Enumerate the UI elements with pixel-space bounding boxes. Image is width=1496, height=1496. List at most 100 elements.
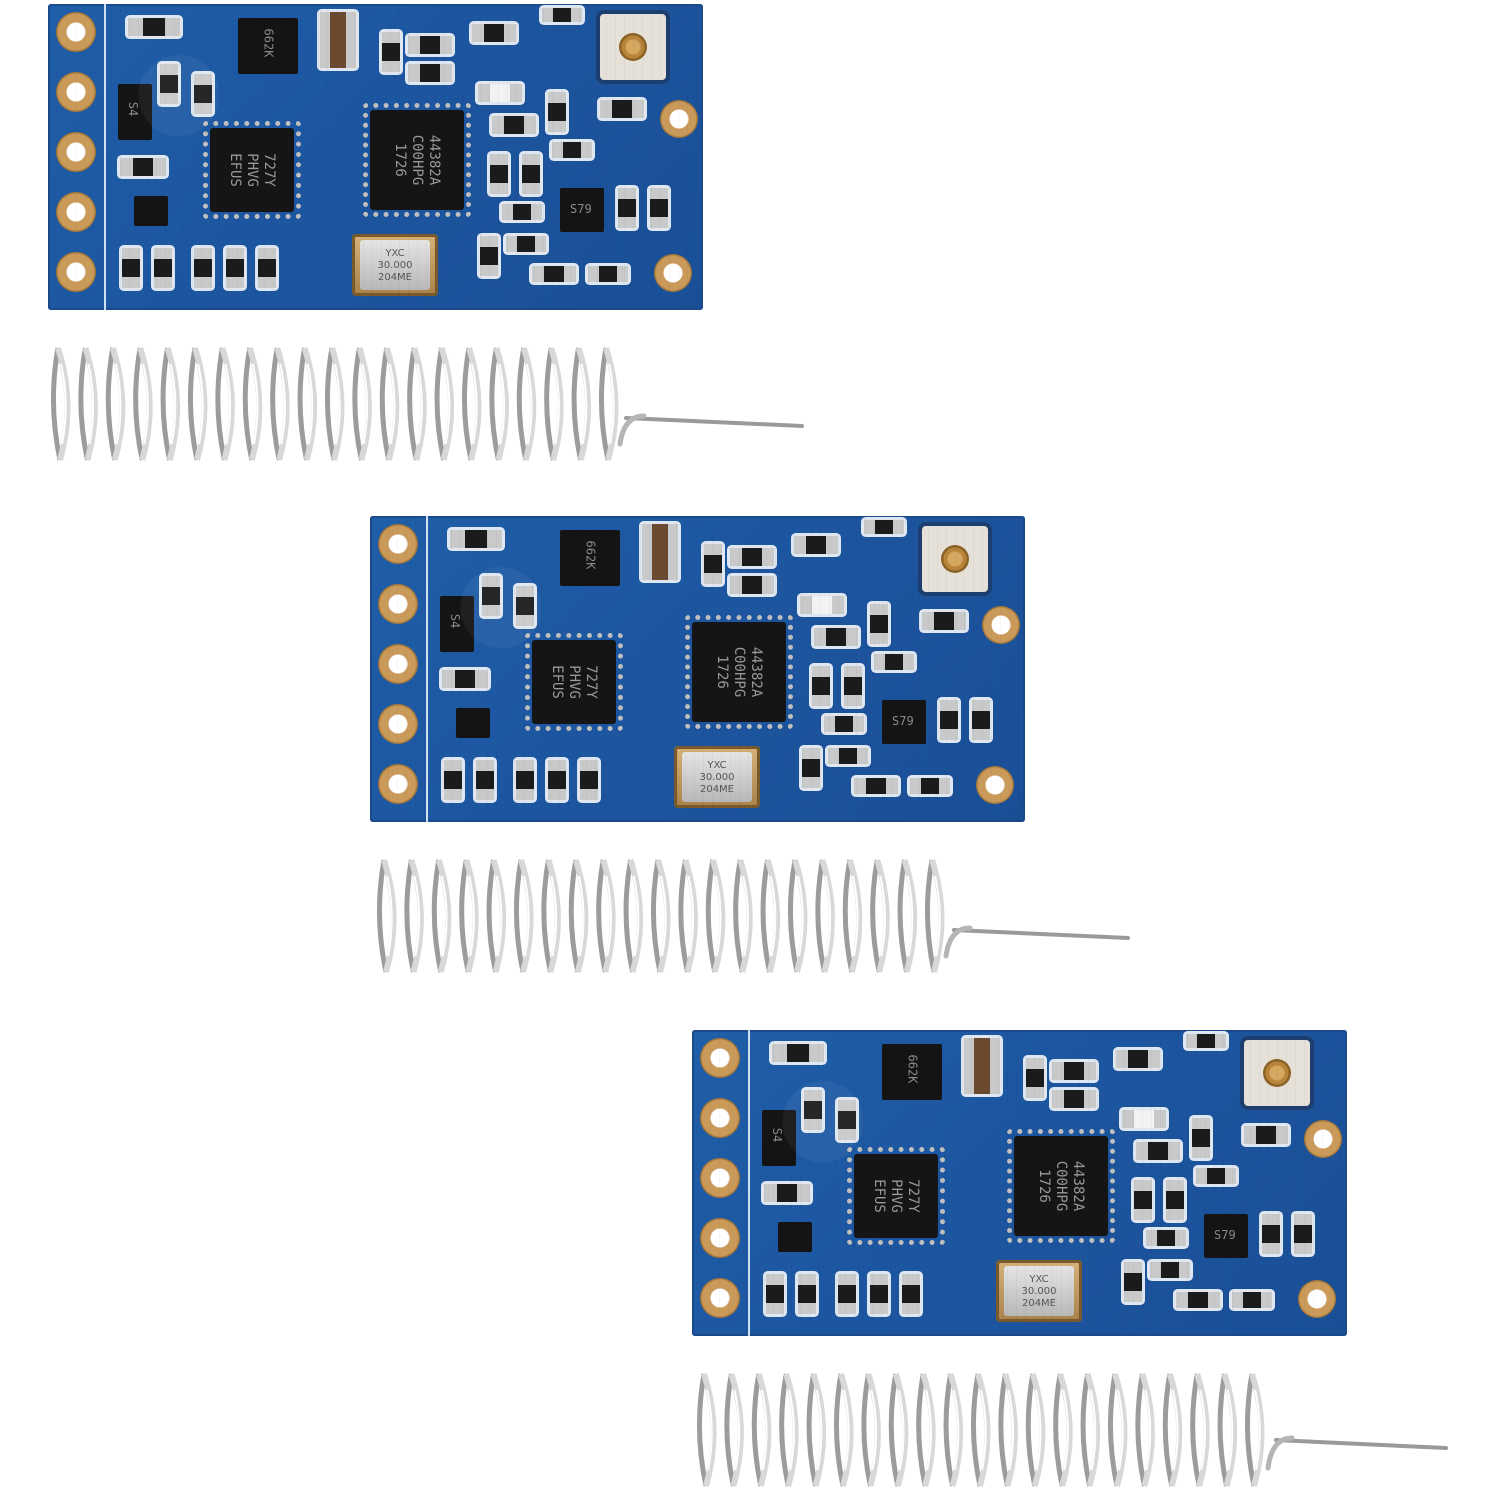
spring-coil-highlight	[580, 363, 588, 445]
resistor	[408, 64, 452, 82]
spring-coil-front	[381, 859, 397, 973]
transistor-label: S79	[1214, 1228, 1236, 1242]
chip-small-label: 727Y PHVG EFUS	[549, 665, 600, 699]
diode-label: S4	[126, 101, 141, 117]
spring-coil-front	[356, 347, 372, 461]
transistor-label: S79	[892, 714, 914, 728]
resistor	[258, 248, 276, 288]
spring-coil-back	[431, 859, 444, 973]
regulator-label: 662K	[583, 540, 598, 570]
resistor	[730, 576, 774, 594]
spring-coil-back	[751, 1373, 764, 1487]
spring-coil-front	[1057, 1373, 1073, 1487]
pin-header-rail	[370, 516, 428, 822]
helical-antenna-spring	[50, 347, 804, 461]
spring-coil-highlight	[870, 1389, 878, 1471]
crystal-oscillator: YXC 30.000 204ME	[674, 746, 760, 808]
spring-coil-front	[929, 859, 945, 973]
resistor	[1146, 1230, 1186, 1246]
spring-coil-highlight	[733, 1389, 741, 1471]
spring-coil-back	[650, 859, 663, 973]
resistor	[798, 1274, 816, 1314]
resistor	[838, 1274, 856, 1314]
spring-coil-back	[998, 1373, 1010, 1487]
resistor	[506, 236, 546, 252]
spring-coil-highlight	[897, 1389, 905, 1471]
spring-coil-front	[329, 347, 345, 461]
spring-coil-back	[270, 347, 282, 461]
spring-coil-front	[1221, 1373, 1238, 1487]
spring-coil-front	[137, 347, 153, 461]
resistor	[1176, 1292, 1220, 1308]
regulator-label: 662K	[905, 1054, 920, 1084]
transistor-small	[134, 196, 168, 226]
spring-coil-back	[516, 347, 529, 461]
chip-large-label: 44382A C00HPG 1726	[1036, 1160, 1087, 1212]
spring-coil-back	[1190, 1373, 1202, 1487]
pin-header-rail	[692, 1030, 750, 1336]
spring-coil-front	[1194, 1373, 1210, 1487]
resistor	[194, 248, 212, 288]
resistor	[194, 74, 212, 114]
crystal-oscillator: YXC 30.000 204ME	[352, 234, 438, 296]
resistor	[922, 612, 966, 630]
resistor	[120, 158, 166, 176]
pin-pad	[700, 1098, 740, 1138]
mounting-hole	[976, 766, 1014, 804]
spring-coil-highlight	[468, 875, 475, 957]
spring-coil-back	[571, 347, 584, 461]
spring-coil-back	[787, 859, 800, 973]
mounting-hole	[654, 254, 692, 292]
spring-coil-highlight	[879, 875, 886, 957]
spring-coil-front	[55, 347, 71, 461]
resistor	[772, 1044, 824, 1062]
spring-coil-highlight	[851, 875, 859, 957]
spring-coil-front	[874, 859, 890, 973]
resistor	[122, 248, 140, 288]
spring-coil-back	[544, 347, 556, 461]
pcb-board: 727Y PHVG EFUS 44382A C00HPG 1726 YXC 30…	[692, 1030, 1347, 1336]
rf-chip-large: 44382A C00HPG 1726	[363, 103, 471, 217]
spring-coil-highlight	[742, 875, 749, 957]
spring-coil-highlight	[687, 875, 695, 957]
resistor	[226, 248, 244, 288]
spring-coil-back	[352, 347, 364, 461]
spring-coil-back	[376, 859, 389, 973]
spring-coil-highlight	[525, 363, 533, 445]
rf-chip-large: 44382A C00HPG 1726	[1007, 1129, 1115, 1243]
spring-coil-highlight	[169, 363, 177, 445]
resistor	[442, 670, 488, 688]
spring-coil-front	[1084, 1373, 1101, 1487]
spring-coil-back	[133, 347, 145, 461]
spring-coil-back	[459, 859, 471, 973]
spring-coil-highlight	[251, 363, 259, 445]
diode: S4	[440, 596, 474, 652]
spring-coil-back	[187, 347, 200, 461]
spring-coil-front	[82, 347, 98, 461]
spring-coil-front	[518, 859, 534, 973]
spring-coil-highlight	[824, 875, 832, 957]
spring-coil-back	[696, 1373, 709, 1487]
antenna-pad	[982, 606, 1020, 644]
resistor	[450, 530, 502, 548]
spring-coil-highlight	[495, 875, 503, 957]
chip-large-label: 44382A C00HPG 1726	[714, 646, 765, 698]
resistor	[1052, 1062, 1096, 1080]
spring-coil-highlight	[797, 875, 804, 957]
spring-coil-front	[783, 1373, 799, 1487]
helical-antenna-spring	[376, 859, 1130, 973]
resistor	[910, 778, 950, 794]
resistor	[1192, 1118, 1210, 1158]
capacitor	[320, 12, 356, 68]
transistor: S79	[560, 188, 604, 232]
spring-coil-highlight	[306, 363, 314, 445]
resistor	[476, 760, 494, 800]
spring-coil-highlight	[843, 1389, 850, 1471]
spring-coil-back	[434, 347, 447, 461]
rf-chip-large: 44382A C00HPG 1726	[685, 615, 793, 729]
spring-coil-highlight	[714, 875, 722, 957]
spring-coil-back	[861, 1373, 873, 1487]
resistor	[812, 666, 830, 706]
resistor	[824, 716, 864, 732]
resistor	[972, 700, 990, 740]
